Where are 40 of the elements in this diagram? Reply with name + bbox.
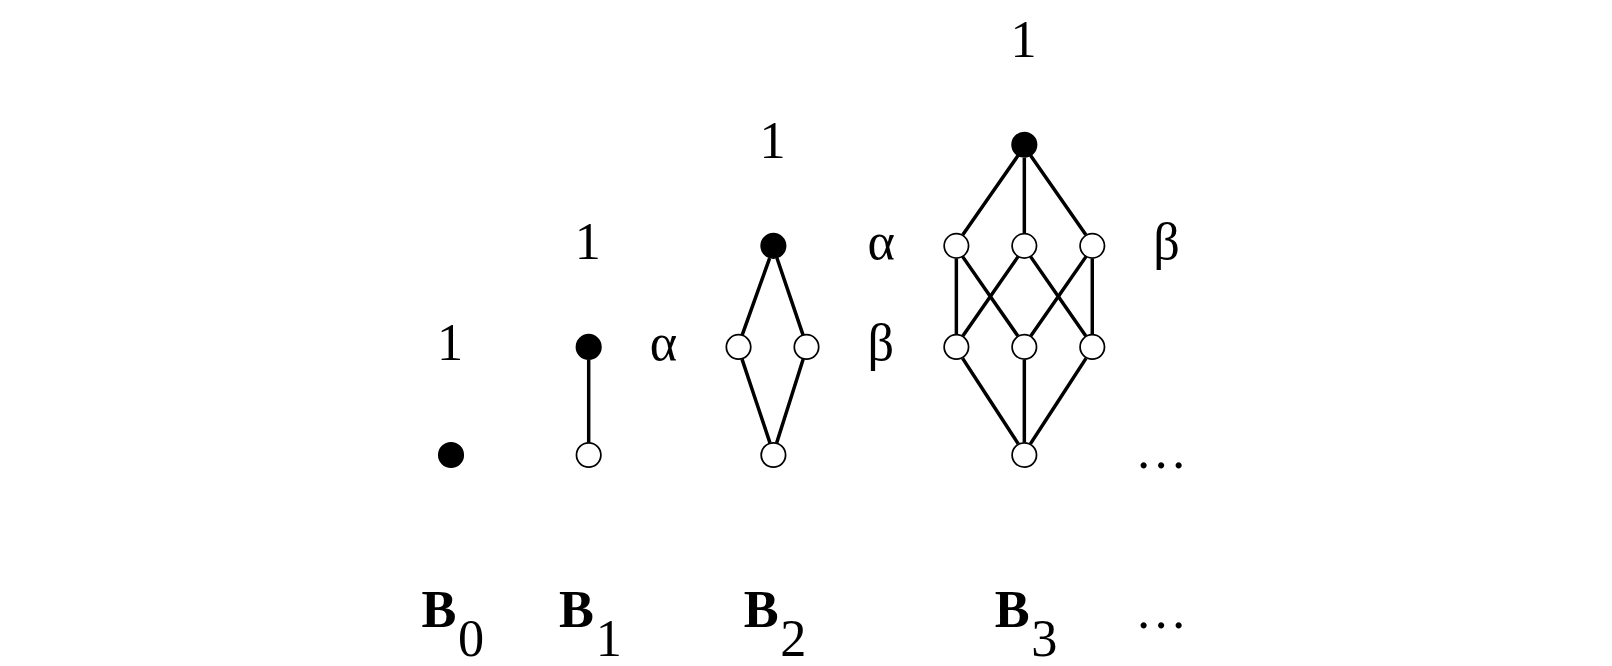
connector	[1022, 157, 1026, 234]
connector	[960, 255, 1019, 337]
node-circle	[724, 333, 752, 360]
node-label: 1	[574, 211, 601, 270]
label: …	[1134, 581, 1187, 640]
node-circle	[942, 333, 969, 360]
node-circle	[1078, 333, 1105, 360]
connector	[1028, 357, 1087, 445]
node-circle	[1010, 232, 1037, 259]
node-circle	[1010, 441, 1037, 469]
node-dot	[437, 441, 464, 469]
connector	[1028, 255, 1087, 337]
node-dot	[759, 232, 786, 259]
node-circle	[1010, 333, 1037, 360]
node-circle	[575, 441, 602, 469]
node-circle	[1078, 232, 1105, 259]
connector	[740, 257, 771, 336]
node-label: β	[1152, 211, 1180, 270]
node-label: 1	[436, 313, 463, 372]
connector	[954, 258, 958, 335]
connector	[960, 154, 1019, 236]
connector	[1090, 258, 1094, 335]
node-circle	[792, 333, 820, 360]
node-label: α	[649, 313, 677, 372]
connector	[774, 257, 805, 336]
connector	[774, 358, 805, 444]
node-circle	[942, 232, 969, 259]
node-label: α	[866, 211, 895, 270]
connector	[586, 359, 590, 443]
node-dot	[575, 333, 602, 360]
node-dot	[1010, 131, 1037, 158]
node-circle	[759, 441, 786, 469]
connector	[960, 357, 1020, 445]
node-label: β	[866, 313, 894, 372]
connector	[739, 358, 772, 444]
label: …	[1134, 421, 1187, 480]
node-label: 1	[758, 110, 786, 169]
connector	[1022, 359, 1026, 443]
connector	[1028, 154, 1087, 236]
node-label: 1	[1009, 9, 1037, 68]
